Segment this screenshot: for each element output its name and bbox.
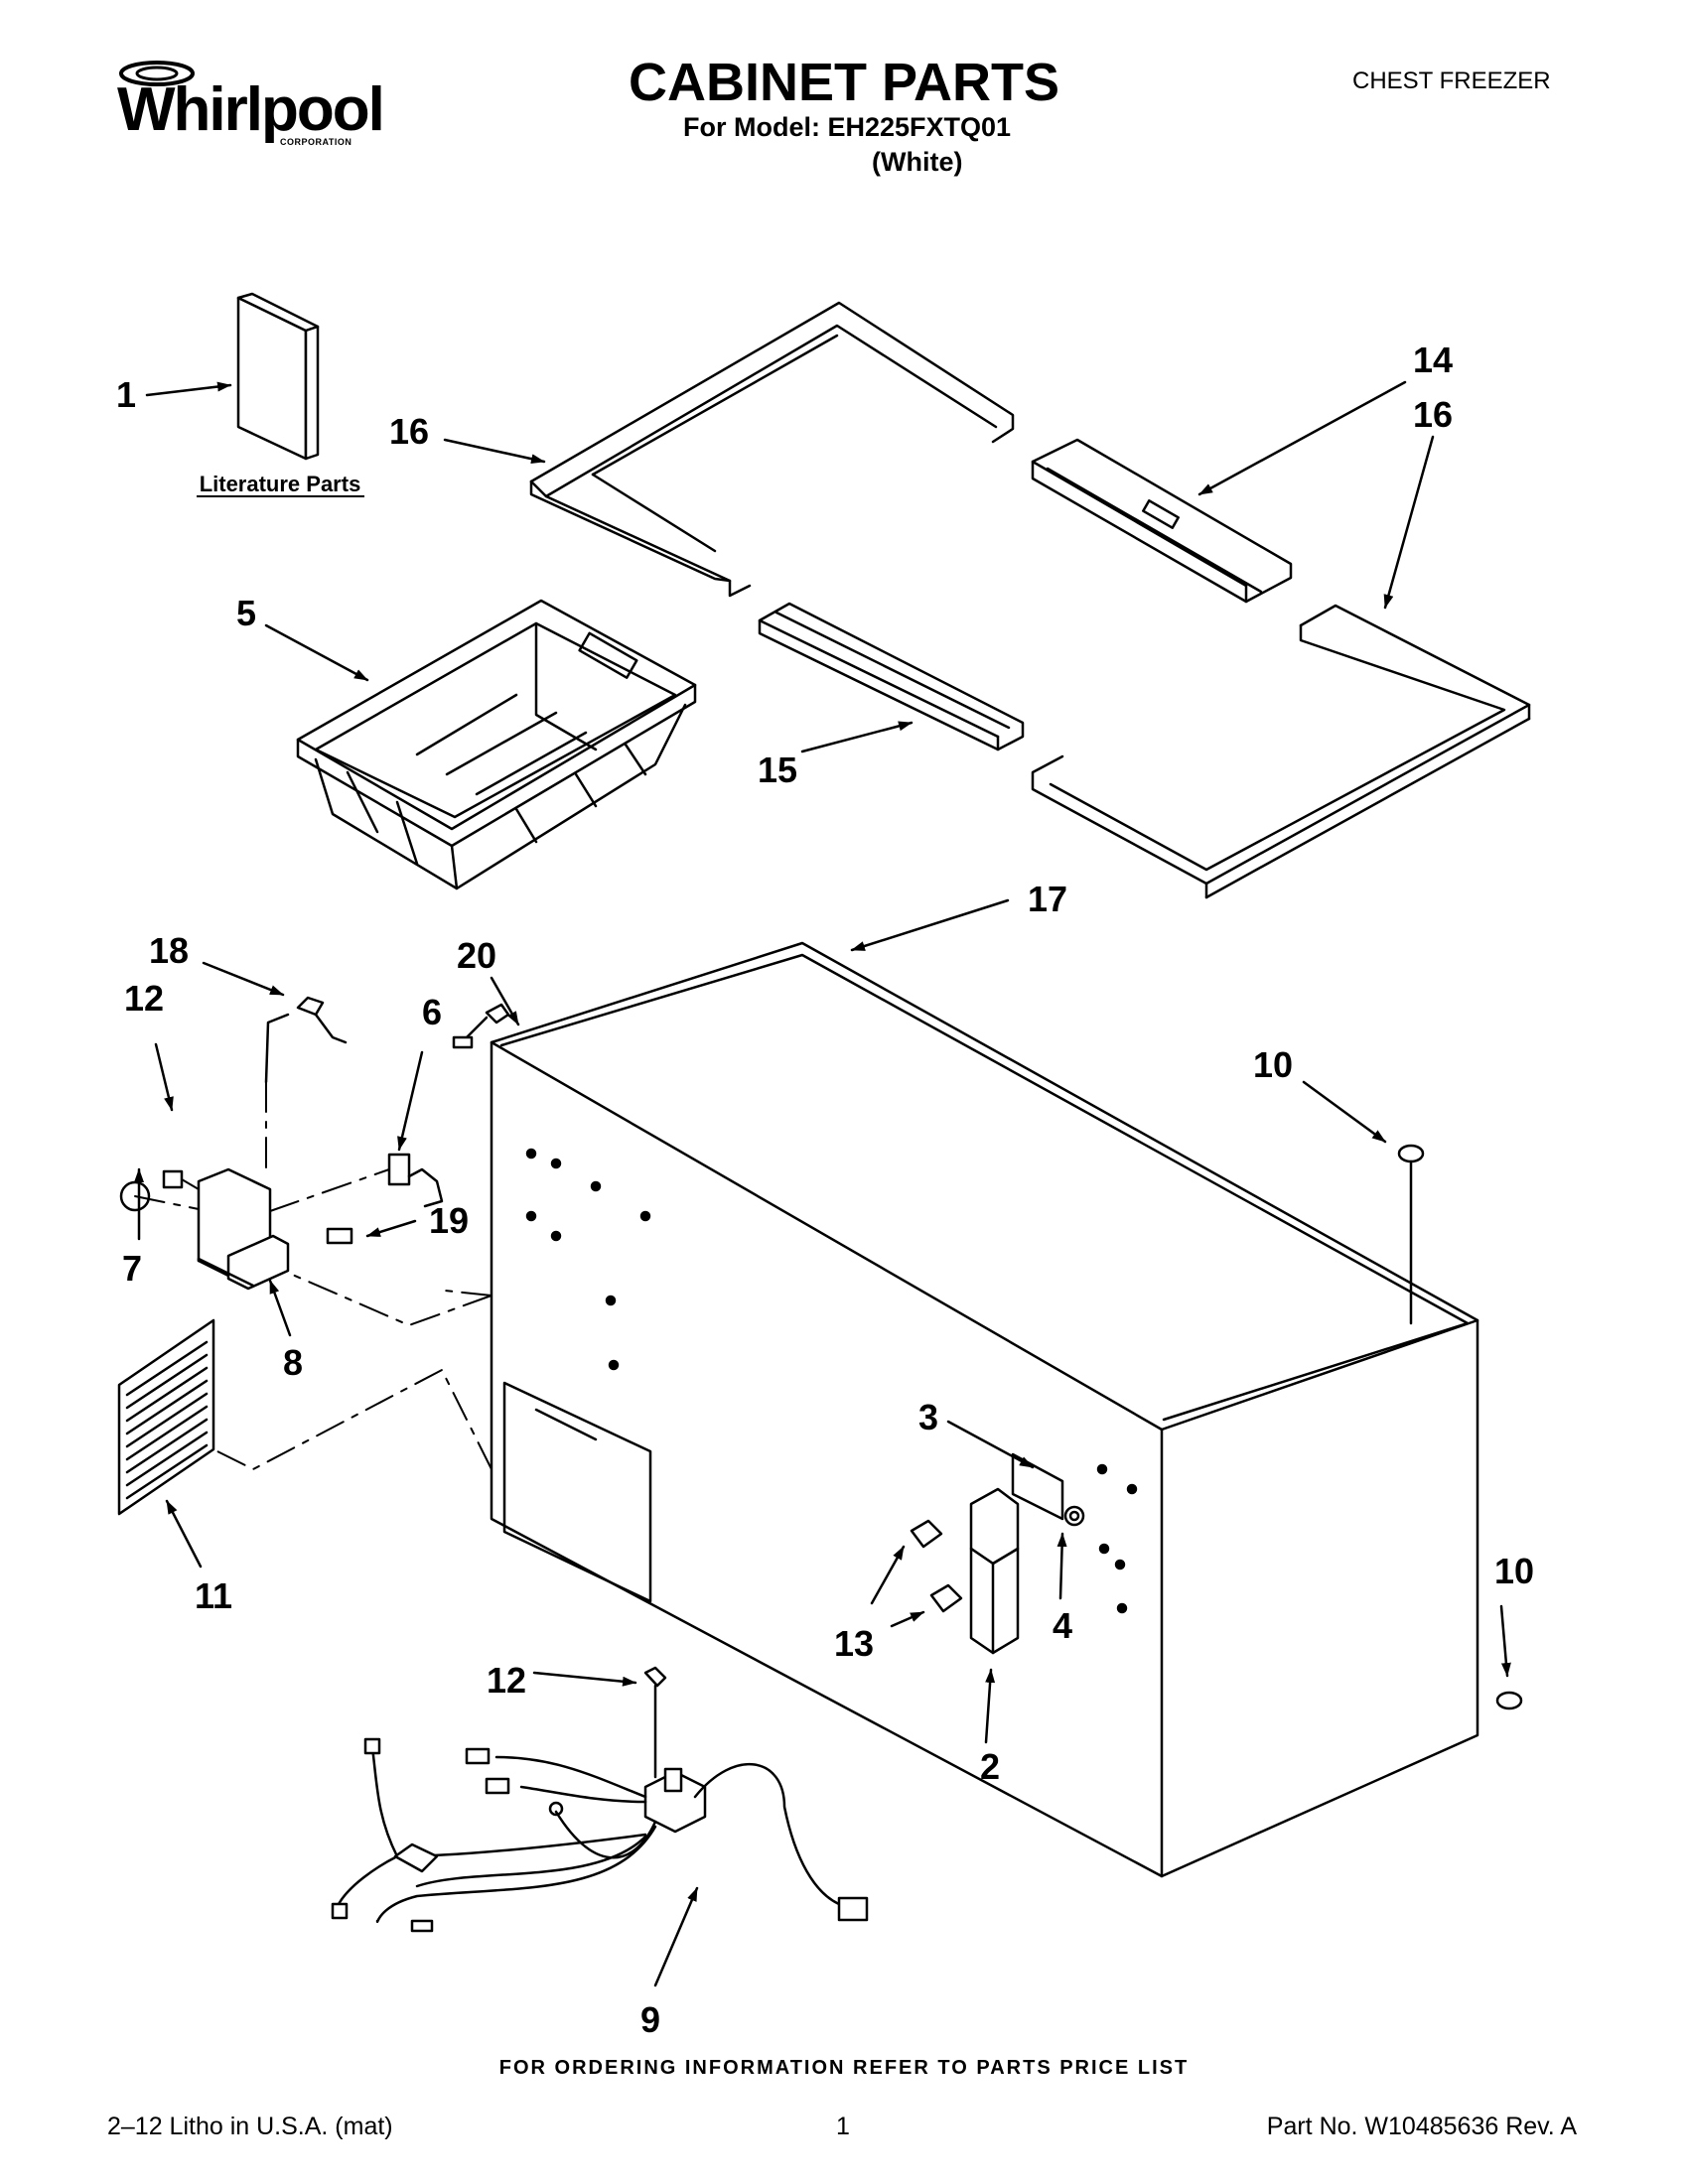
callout-14: 14 (1413, 340, 1453, 380)
callout-13: 13 (834, 1623, 874, 1664)
callout-3: 3 (918, 1397, 938, 1437)
callout-15: 15 (758, 750, 797, 790)
wire-harness (331, 1666, 869, 1933)
breaker-frame-right (1031, 604, 1531, 899)
callout-6: 6 (422, 992, 442, 1032)
callout-4: 4 (1053, 1605, 1072, 1646)
litho-info: 2–12 Litho in U.S.A. (mat) (107, 2113, 393, 2140)
callout-11: 11 (195, 1575, 232, 1616)
color-line: (White) (872, 147, 963, 177)
callout-5: 5 (236, 593, 256, 633)
brand-sub: CORPORATION (280, 137, 352, 147)
callout-10-bottom: 10 (1494, 1551, 1534, 1591)
model-line: For Model: EH225FXTQ01 (683, 112, 1012, 142)
page-number: 1 (836, 2113, 850, 2140)
product-type: CHEST FREEZER (1352, 68, 1551, 94)
callout-arrows (134, 380, 1511, 1987)
leveling-leg (1397, 1144, 1523, 1710)
ordering-notice: FOR ORDERING INFORMATION REFER TO PARTS … (498, 2057, 1190, 2079)
storage-basket (296, 599, 697, 890)
breaker-strip-center (1031, 438, 1293, 604)
callout-17: 17 (1028, 879, 1067, 919)
callout-10-top: 10 (1253, 1044, 1293, 1085)
callout-12-bottom: 12 (487, 1660, 526, 1701)
cabinet-body (490, 941, 1479, 1878)
callout-18: 18 (149, 930, 189, 971)
toe-grille (117, 1318, 215, 1516)
callout-12-top: 12 (124, 978, 164, 1019)
callout-8: 8 (283, 1342, 303, 1383)
breaker-frame-left (529, 301, 1015, 598)
lid-hinge (910, 1452, 1085, 1655)
callout-9: 9 (640, 1999, 660, 2040)
page-title: CABINET PARTS (628, 53, 1059, 112)
literature-booklet (236, 292, 320, 461)
part-number: Part No. W10485636 Rev. A (1266, 2113, 1577, 2140)
control-housing (119, 996, 510, 1291)
callout-2: 2 (980, 1746, 1000, 1787)
callout-7: 7 (122, 1248, 142, 1289)
callout-19: 19 (429, 1200, 469, 1241)
callout-16-right: 16 (1413, 394, 1453, 435)
callout-1: 1 (116, 374, 136, 415)
brand-logo: Whirlpool (117, 75, 385, 144)
callout-20: 20 (457, 935, 496, 976)
literature-parts-label: Literature Parts (200, 472, 361, 496)
brand-logo-swirl-icon (117, 60, 197, 92)
dashed-connectors (134, 1081, 492, 1470)
breaker-strip-front (758, 602, 1025, 751)
callout-16-left: 16 (389, 411, 429, 452)
